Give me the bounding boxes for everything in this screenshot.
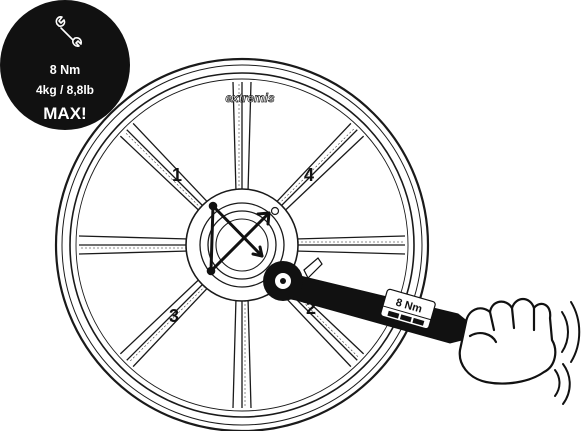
- wheel-inner-ring: [69, 72, 415, 418]
- sector-label-4: 4: [304, 165, 314, 185]
- spoke: [232, 81, 252, 193]
- sector-label-1: 1: [172, 165, 182, 185]
- badge-torque: 8 Nm: [50, 63, 81, 77]
- tightening-sequence-arrows: [206, 201, 271, 276]
- torque-badge: 8 Nm 4kg / 8,8lb MAX!: [0, 0, 130, 130]
- sector-label-2: 2: [306, 298, 316, 318]
- wrench-ratchet-lever: [303, 257, 323, 280]
- spoke: [274, 122, 365, 213]
- spoke: [232, 297, 252, 409]
- spoke: [119, 277, 210, 368]
- wheel-inner-ring-b: [75, 78, 409, 412]
- badge-warning: MAX!: [43, 104, 86, 123]
- hand-icon: [458, 297, 557, 385]
- spokes: [78, 81, 406, 409]
- wrench-icon: [55, 16, 82, 47]
- spoke: [294, 235, 406, 255]
- wheel-rim-inner-line: [61, 64, 423, 426]
- spoke: [78, 235, 190, 255]
- wheel: [54, 57, 430, 433]
- bolt-hole: [270, 206, 280, 216]
- motion-marks: [554, 301, 581, 405]
- badge-circle: [0, 0, 130, 130]
- wrench-scale: 8 Nm: [380, 288, 436, 330]
- torque-wrench-icon: 8 Nm: [263, 257, 469, 344]
- sector-label-3: 3: [169, 306, 179, 326]
- hub-core: [215, 218, 269, 272]
- brand-label: extremis: [225, 91, 275, 105]
- spoke: [119, 122, 210, 213]
- hub-inner: [207, 210, 277, 280]
- hub-mid: [199, 202, 285, 288]
- badge-weight: 4kg / 8,8lb: [36, 83, 94, 97]
